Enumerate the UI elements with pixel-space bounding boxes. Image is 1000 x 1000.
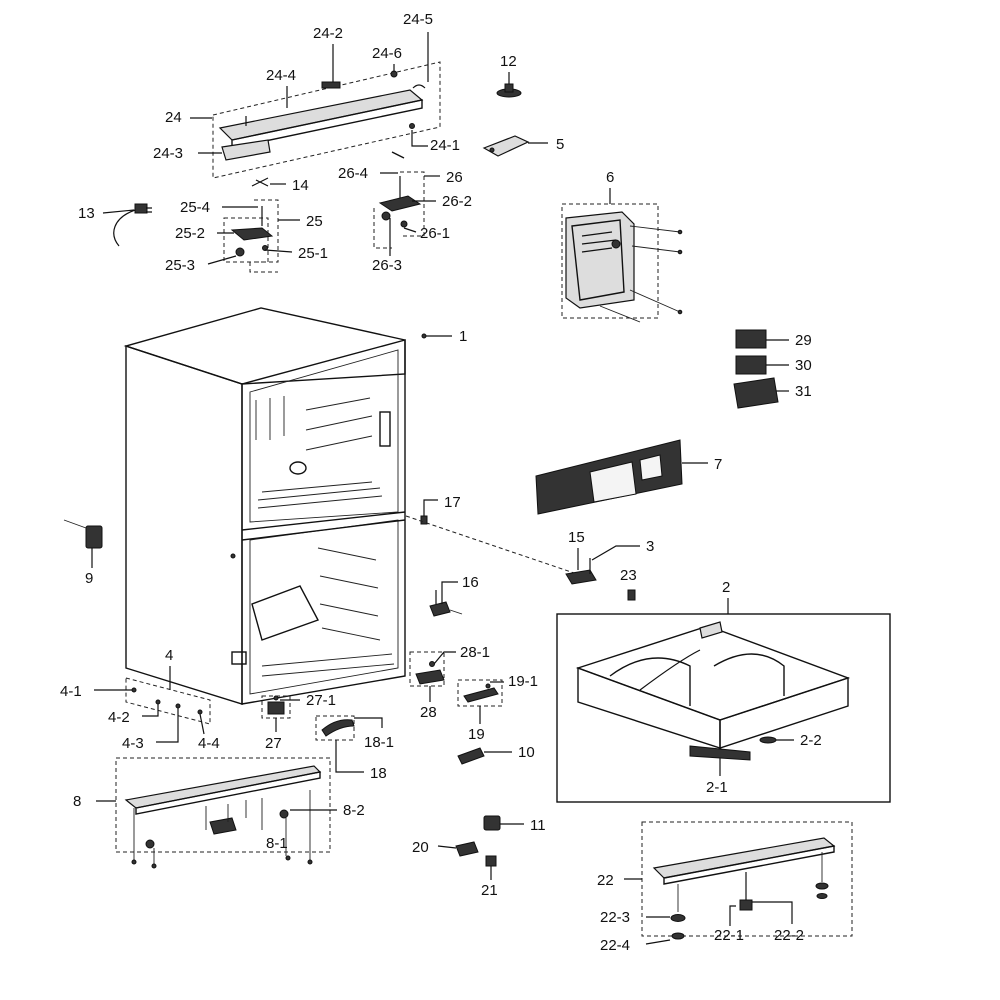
label-12: 12 xyxy=(500,53,517,70)
refrigerator-cabinet xyxy=(123,307,406,705)
label-2: 2 xyxy=(722,579,730,596)
label-1: 1 xyxy=(459,328,467,345)
part-22-bottom-rail xyxy=(652,837,836,922)
label-25-3: 25-3 xyxy=(165,257,195,274)
part-31-bracket xyxy=(733,377,779,409)
label-22-4: 22-4 xyxy=(600,937,630,954)
label-28: 28 xyxy=(420,704,437,721)
part-4-fasteners xyxy=(131,687,203,715)
label-15: 15 xyxy=(568,529,585,546)
label-31: 31 xyxy=(795,383,812,400)
label-26: 26 xyxy=(446,169,463,186)
label-21: 21 xyxy=(481,882,498,899)
part-2-machine-compartment xyxy=(575,621,851,761)
label-8-1: 8-1 xyxy=(266,835,288,852)
label-2-2: 2-2 xyxy=(800,732,822,749)
label-4: 4 xyxy=(165,647,173,664)
label-17: 17 xyxy=(444,494,461,511)
label-5: 5 xyxy=(556,136,564,153)
part-8-box xyxy=(115,757,331,853)
label-19-1: 19-1 xyxy=(508,673,538,690)
part-22-4-washer xyxy=(671,932,685,940)
part-12-leg xyxy=(496,83,522,98)
label-20: 20 xyxy=(412,839,429,856)
part-19-bracket xyxy=(457,679,503,707)
part-18-bracket xyxy=(315,715,355,741)
part-2-box xyxy=(556,613,891,803)
part-26-middle-hinge-assembly xyxy=(373,171,425,249)
label-27-1: 27-1 xyxy=(306,692,336,709)
label-25: 25 xyxy=(306,213,323,230)
part-21-nut xyxy=(485,855,497,867)
label-22-2: 22-2 xyxy=(774,927,804,944)
label-28-1: 28-1 xyxy=(460,644,490,661)
label-24-2: 24-2 xyxy=(313,25,343,42)
part-23-screw xyxy=(627,589,636,601)
label-22-3: 22-3 xyxy=(600,909,630,926)
label-22: 22 xyxy=(597,872,614,889)
label-22-1: 22-1 xyxy=(714,927,744,944)
label-18-1: 18-1 xyxy=(364,734,394,751)
label-10: 10 xyxy=(518,744,535,761)
part-8-base-plate xyxy=(124,765,322,869)
label-4-4: 4-4 xyxy=(198,735,220,752)
label-13: 13 xyxy=(78,205,95,222)
label-25-2: 25-2 xyxy=(175,225,205,242)
label-16: 16 xyxy=(462,574,479,591)
label-4-3: 4-3 xyxy=(122,735,144,752)
label-4-1: 4-1 xyxy=(60,683,82,700)
label-8-2: 8-2 xyxy=(343,802,365,819)
part-16-sensor xyxy=(429,590,463,617)
part-28-bracket xyxy=(409,651,445,687)
part-20-valve xyxy=(455,841,479,857)
label-24-3: 24-3 xyxy=(153,145,183,162)
label-8: 8 xyxy=(73,793,81,810)
label-25-4: 25-4 xyxy=(180,199,210,216)
label-26-3: 26-3 xyxy=(372,257,402,274)
label-19: 19 xyxy=(468,726,485,743)
part-14-clip xyxy=(251,177,269,187)
part-24-top-hinge-assembly xyxy=(212,61,441,179)
part-5-hinge-pin xyxy=(482,135,530,157)
label-3: 3 xyxy=(646,538,654,555)
label-11: 11 xyxy=(530,817,546,834)
label-24-4: 24-4 xyxy=(266,67,296,84)
part-9-cover xyxy=(63,519,103,549)
label-6: 6 xyxy=(606,169,614,186)
label-24-1: 24-1 xyxy=(430,137,460,154)
label-24-6: 24-6 xyxy=(372,45,402,62)
label-30: 30 xyxy=(795,357,812,374)
label-9: 9 xyxy=(85,570,93,587)
label-24-5: 24-5 xyxy=(403,11,433,28)
label-26-2: 26-2 xyxy=(442,193,472,210)
part-13-power-cord xyxy=(113,203,152,247)
label-29: 29 xyxy=(795,332,812,349)
part-27-bracket xyxy=(261,695,291,719)
label-2-1: 2-1 xyxy=(706,779,728,796)
part-10-connector xyxy=(457,747,485,765)
part-11-clip xyxy=(483,815,501,831)
part-15-bracket xyxy=(565,569,597,585)
part-25-middle-hinge-assembly xyxy=(223,199,279,273)
label-18: 18 xyxy=(370,765,387,782)
label-23: 23 xyxy=(620,567,637,584)
part-29-bracket xyxy=(735,329,767,349)
label-4-2: 4-2 xyxy=(108,709,130,726)
label-24: 24 xyxy=(165,109,182,126)
label-14: 14 xyxy=(292,177,309,194)
part-6-rear-cover xyxy=(561,203,683,323)
label-27: 27 xyxy=(265,735,282,752)
label-26-1: 26-1 xyxy=(420,225,450,242)
part-30-bracket xyxy=(735,355,767,375)
part-7-rear-panel xyxy=(535,439,683,515)
part-4-box xyxy=(125,677,211,725)
label-25-1: 25-1 xyxy=(298,245,328,262)
label-7: 7 xyxy=(714,456,722,473)
label-26-4: 26-4 xyxy=(338,165,368,182)
